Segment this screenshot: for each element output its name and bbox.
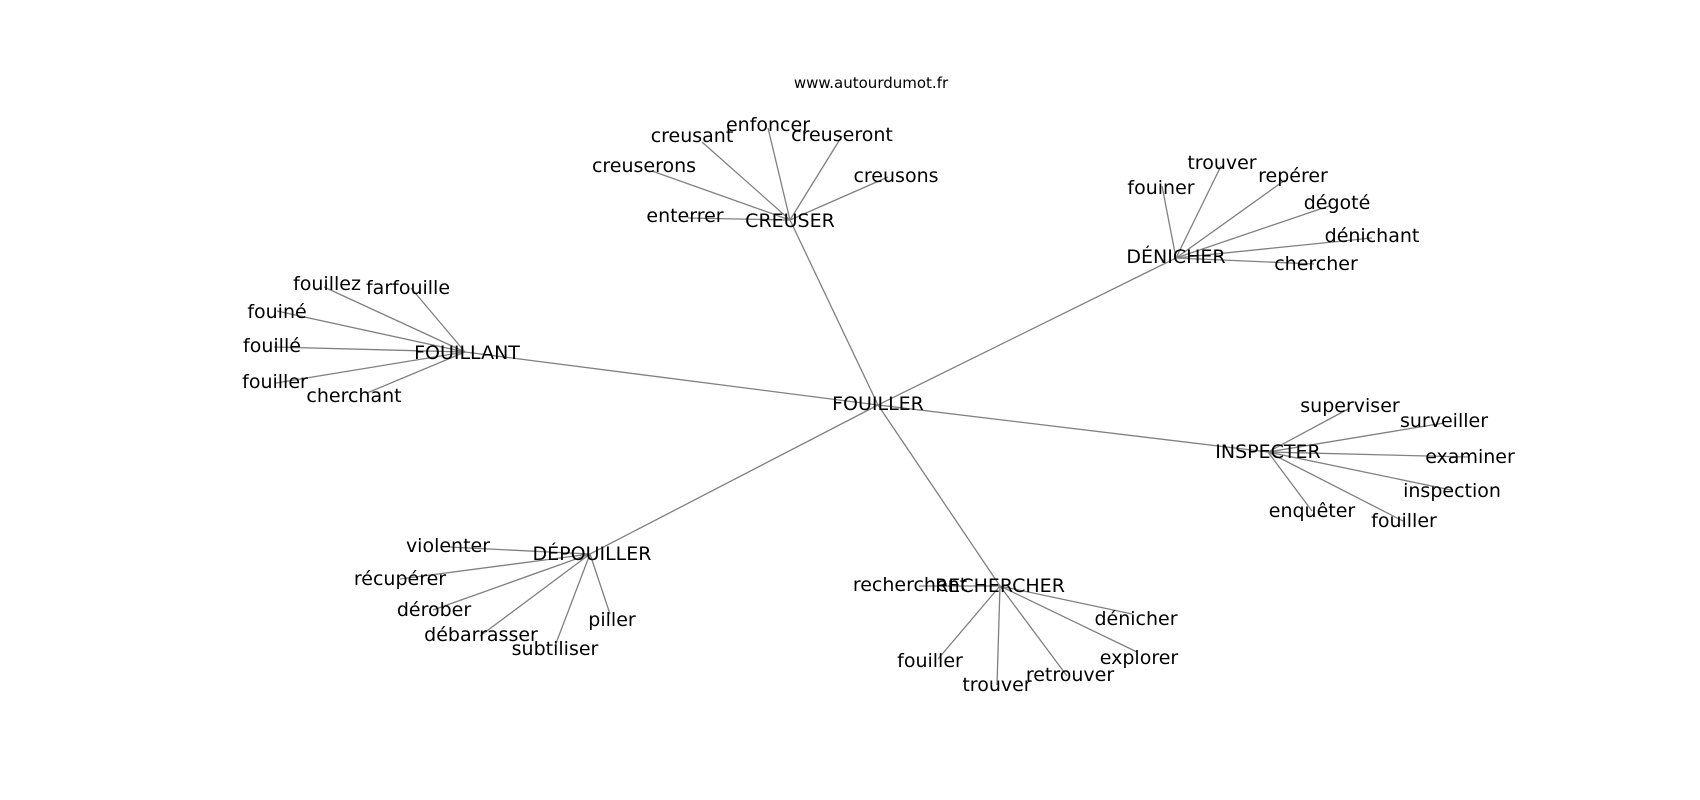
edge-depouiller-word: [399, 553, 591, 580]
edge-center-fouillant: [464, 351, 879, 406]
edge-denicher-word: [1175, 237, 1373, 259]
word-node-label[interactable]: piller: [588, 609, 636, 631]
word-node-label[interactable]: enfoncer: [726, 114, 810, 136]
edges-layer: [273, 127, 1469, 686]
word-node-label[interactable]: dénichant: [1325, 225, 1420, 247]
edge-fouillant-word: [323, 286, 466, 353]
cluster-node-rechercher[interactable]: RECHERCHER: [935, 575, 1065, 597]
word-node-label[interactable]: fouiller: [897, 650, 963, 672]
edge-creuser-word: [789, 176, 889, 221]
edge-inspecter-word: [1267, 451, 1452, 491]
edge-rechercher-word: [999, 585, 1138, 653]
edge-center-rechercher: [877, 404, 1001, 587]
word-node-label[interactable]: fouillez: [293, 273, 361, 295]
word-node-label[interactable]: repérer: [1258, 165, 1328, 187]
edge-denicher-word: [1161, 185, 1177, 259]
edge-denicher-word: [1175, 165, 1222, 259]
word-node-label[interactable]: explorer: [1100, 647, 1179, 669]
word-node-label[interactable]: cherchant: [306, 385, 401, 407]
edge-creuser-word: [789, 135, 843, 221]
cluster-node-creuser[interactable]: CREUSER: [745, 210, 835, 232]
edge-rechercher-word: [999, 585, 1133, 615]
edge-fouillant-word: [410, 287, 466, 353]
edge-creuser-word: [687, 217, 791, 221]
word-node-label[interactable]: chercher: [1274, 253, 1358, 275]
word-node-label[interactable]: recherchent: [853, 574, 967, 596]
edge-center-depouiller: [589, 404, 879, 555]
edge-inspecter-word: [1267, 422, 1445, 453]
edge-depouiller-word: [554, 553, 591, 647]
word-node-label[interactable]: fouiller: [1371, 510, 1437, 532]
edge-depouiller-word: [432, 553, 591, 611]
cluster-node-inspecter[interactable]: INSPECTER: [1215, 441, 1320, 463]
word-node-label[interactable]: fouiné: [247, 301, 306, 323]
word-node-label[interactable]: récupérer: [354, 568, 446, 590]
edge-denicher-word: [1175, 179, 1286, 259]
word-node-label[interactable]: creuseront: [791, 124, 893, 146]
word-node-label[interactable]: trouver: [1187, 152, 1256, 174]
cluster-node-depouiller[interactable]: DÉPOUILLER: [533, 542, 652, 565]
word-node-label[interactable]: creuserons: [592, 155, 696, 177]
word-node-label[interactable]: surveiller: [1400, 410, 1488, 432]
cluster-node-fouillant[interactable]: FOUILLANT: [414, 342, 520, 364]
word-node-label[interactable]: retrouver: [1026, 664, 1115, 686]
source-url[interactable]: www.autourdumot.fr: [794, 74, 949, 92]
word-node-label[interactable]: creusant: [651, 125, 734, 147]
edge-creuser-word: [651, 170, 791, 221]
word-node-label[interactable]: enterrer: [646, 205, 723, 227]
word-node-label[interactable]: fouiller: [242, 371, 308, 393]
edge-center-denicher: [877, 257, 1177, 406]
word-node-label[interactable]: examiner: [1425, 446, 1515, 468]
edge-fouillant-word: [273, 346, 466, 353]
edge-depouiller-word: [448, 546, 591, 555]
edge-depouiller-word: [589, 553, 611, 615]
word-node-label[interactable]: dénicher: [1094, 608, 1177, 630]
word-node-label[interactable]: fouillé: [243, 335, 301, 357]
word-node-label[interactable]: dérober: [397, 599, 472, 621]
edge-rechercher-word: [996, 585, 1001, 686]
edge-fouillant-word: [276, 310, 466, 353]
edge-rechercher-word: [999, 585, 1068, 677]
word-node-label[interactable]: fouiner: [1127, 177, 1194, 199]
word-node-label[interactable]: creusons: [853, 165, 938, 187]
edge-inspecter-word: [1267, 451, 1313, 512]
word-node-label[interactable]: farfouille: [366, 277, 450, 299]
center-node-label[interactable]: FOUILLER: [832, 393, 924, 415]
word-node-label[interactable]: débarrasser: [424, 624, 538, 646]
edge-inspecter-word: [1267, 451, 1404, 522]
edge-denicher-word: [1175, 257, 1315, 265]
word-node-label[interactable]: inspection: [1403, 480, 1501, 502]
word-node-label[interactable]: subtiliser: [512, 638, 599, 660]
word-node-label[interactable]: trouver: [962, 674, 1031, 696]
word-node-label[interactable]: violenter: [406, 535, 490, 557]
edge-fouillant-word: [366, 351, 466, 394]
edge-denicher-word: [1175, 205, 1330, 259]
edge-inspecter-word: [1267, 407, 1351, 453]
cluster-node-denicher[interactable]: DÉNICHER: [1126, 245, 1225, 268]
edge-creuser-word: [701, 141, 791, 221]
edge-creuser-word: [767, 127, 791, 221]
edge-center-inspecter: [877, 404, 1269, 453]
edge-depouiller-word: [479, 553, 591, 637]
edge-center-creuser: [789, 219, 879, 406]
edge-rechercher-word: [937, 585, 1001, 660]
edge-inspecter-word: [1267, 451, 1469, 458]
word-node-label[interactable]: dégoté: [1304, 192, 1371, 214]
edge-fouillant-word: [275, 351, 466, 384]
word-node-label[interactable]: superviser: [1300, 395, 1400, 417]
word-node-label[interactable]: enquêter: [1269, 500, 1356, 522]
